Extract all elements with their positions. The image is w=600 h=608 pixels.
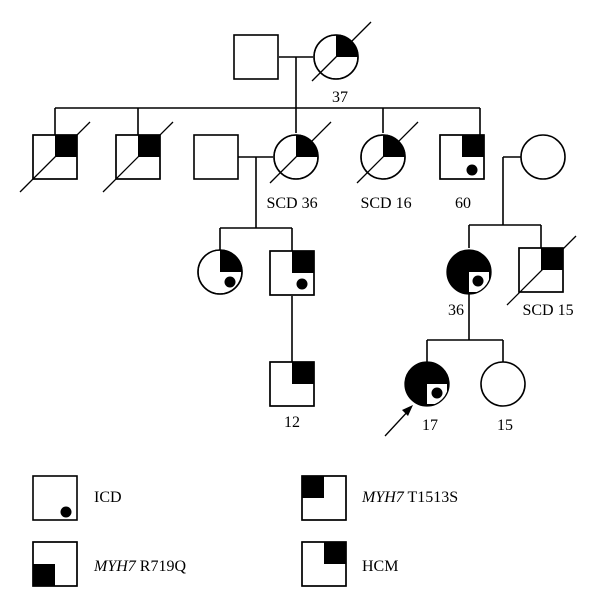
gen2-daughter2: SCD 16 bbox=[356, 121, 419, 212]
icd-marker bbox=[431, 387, 443, 399]
gen2-spouse-male bbox=[193, 134, 239, 180]
gen2-son3: 60 bbox=[439, 134, 485, 212]
gen2-son3-age: 60 bbox=[455, 195, 471, 212]
icd-marker bbox=[466, 164, 478, 176]
gen2-daughter2-label: SCD 16 bbox=[360, 195, 411, 212]
pedigree-lines bbox=[54, 56, 542, 362]
proband-arrow bbox=[384, 405, 413, 437]
gen2-daughter1-label: SCD 36 bbox=[266, 195, 317, 212]
icd-marker bbox=[296, 278, 308, 290]
legend-hcm-label: HCM bbox=[362, 558, 398, 575]
legend-r719q-label: MYH7 R719Q bbox=[93, 558, 186, 575]
gen4-proband: 17 bbox=[404, 361, 450, 434]
gen4-daughter-b-age: 15 bbox=[497, 417, 513, 434]
gen4-son-a-age: 12 bbox=[284, 414, 300, 431]
gen1-mother: 37 bbox=[311, 21, 372, 106]
gen3-daughter-a bbox=[197, 249, 243, 295]
legend-icd: ICD bbox=[32, 475, 122, 521]
gen4-proband-age: 17 bbox=[422, 417, 438, 434]
gen4-daughter-b: 15 bbox=[480, 361, 526, 434]
gen2-son2 bbox=[102, 121, 174, 193]
legend: ICD MYH7 T1513S MYH7 R719Q HCM bbox=[32, 475, 458, 587]
icd-marker bbox=[472, 275, 484, 287]
gen3-daughter-b: 36 bbox=[446, 249, 492, 319]
legend-t1513s: MYH7 T1513S bbox=[301, 475, 458, 521]
legend-r719q: MYH7 R719Q bbox=[32, 541, 186, 587]
gen2-spouse-female bbox=[520, 134, 566, 180]
gen3-daughter-b-age: 36 bbox=[448, 302, 464, 319]
gen1-father bbox=[233, 34, 279, 80]
gen4-son-a: 12 bbox=[269, 361, 315, 431]
gen3-son-b-label: SCD 15 bbox=[522, 302, 573, 319]
gen3-son-a bbox=[269, 250, 315, 296]
legend-t1513s-label: MYH7 T1513S bbox=[361, 489, 458, 506]
gen2-daughter1: SCD 36 bbox=[266, 121, 332, 212]
gen1-mother-age: 37 bbox=[332, 89, 348, 106]
legend-icd-label: ICD bbox=[94, 489, 122, 506]
gen2-son1 bbox=[19, 121, 91, 193]
legend-hcm: HCM bbox=[301, 541, 398, 587]
icd-marker bbox=[224, 276, 236, 288]
gen3-son-b: SCD 15 bbox=[506, 235, 577, 319]
